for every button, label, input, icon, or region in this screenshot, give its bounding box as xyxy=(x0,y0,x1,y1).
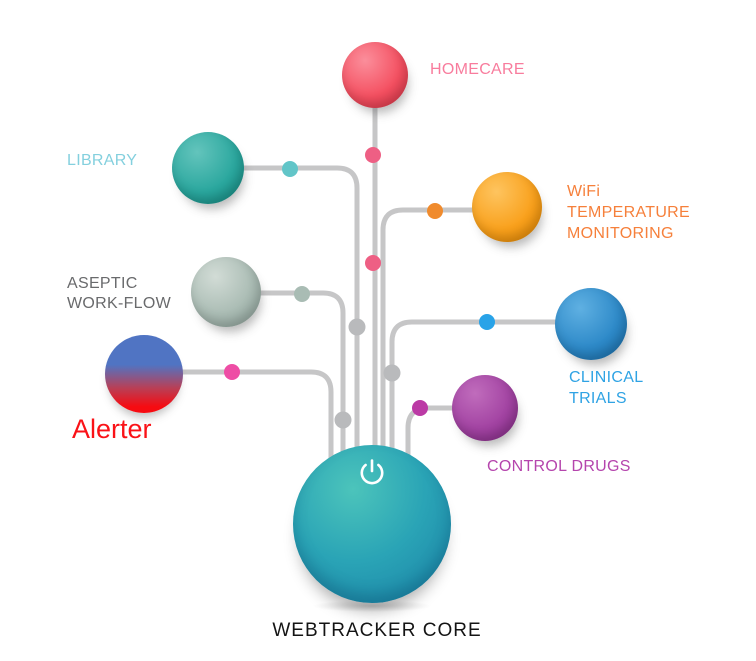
aseptic-work-flow-sphere[interactable] xyxy=(191,257,261,327)
library-sphere[interactable] xyxy=(172,132,244,204)
label-line: CLINICAL xyxy=(569,369,644,386)
connector-paths xyxy=(141,72,594,485)
aseptic-work-flow-label: ASEPTIC WORK-FLOW xyxy=(67,274,171,314)
junction-dot xyxy=(383,364,401,382)
power-icon xyxy=(360,459,384,485)
label-line: TEMPERATURE xyxy=(567,204,691,221)
homecare-label: HOMECARE xyxy=(430,60,525,80)
label-line: MONITORING xyxy=(567,225,674,242)
label-line: Alerter xyxy=(72,414,152,444)
webtracker-core-sphere[interactable] xyxy=(293,445,451,603)
homecare-sphere[interactable] xyxy=(342,42,408,108)
wifi-temperature-label: WiFi TEMPERATURE MONITORING xyxy=(567,181,690,244)
label-line: ASEPTIC xyxy=(67,275,138,292)
junction-dots xyxy=(334,318,401,429)
clinical-dot xyxy=(479,314,495,330)
label-line: HOMECARE xyxy=(430,61,525,78)
library-dot xyxy=(282,161,298,177)
core-shadow xyxy=(312,600,432,612)
wire-wifi xyxy=(380,207,508,485)
control-drugs-sphere[interactable] xyxy=(452,375,518,441)
wire-library xyxy=(205,165,360,485)
label-line: CONTROL DRUGS xyxy=(487,458,631,475)
wifi-dot xyxy=(427,203,443,219)
clinical-trials-sphere[interactable] xyxy=(555,288,627,360)
accent-dots xyxy=(224,147,495,416)
wifi-temperature-sphere[interactable] xyxy=(472,172,542,242)
label-line: LIBRARY xyxy=(67,152,138,169)
wire-clinical xyxy=(389,319,594,485)
library-label: LIBRARY xyxy=(67,151,137,171)
control-drugs-label: CONTROL DRUGS xyxy=(487,457,631,477)
aseptic-dot xyxy=(294,286,310,302)
junction-dot xyxy=(334,411,352,429)
wire-alerter xyxy=(141,369,334,485)
label-line: WiFi xyxy=(567,183,601,200)
alerter-sphere[interactable] xyxy=(105,335,183,413)
junction-dot xyxy=(348,318,366,336)
wire-aseptic xyxy=(223,290,346,485)
control-dot xyxy=(412,400,428,416)
label-line: WORK-FLOW xyxy=(67,295,172,312)
homecare-dot xyxy=(365,255,381,271)
core-label: WEBTRACKER CORE xyxy=(272,620,482,641)
clinical-trials-label: CLINICAL TRIALS xyxy=(569,367,643,409)
label-line: TRIALS xyxy=(569,390,627,407)
alerter-dot xyxy=(224,364,240,380)
alerter-label: Alerter xyxy=(72,413,152,445)
homecare-dot xyxy=(365,147,381,163)
